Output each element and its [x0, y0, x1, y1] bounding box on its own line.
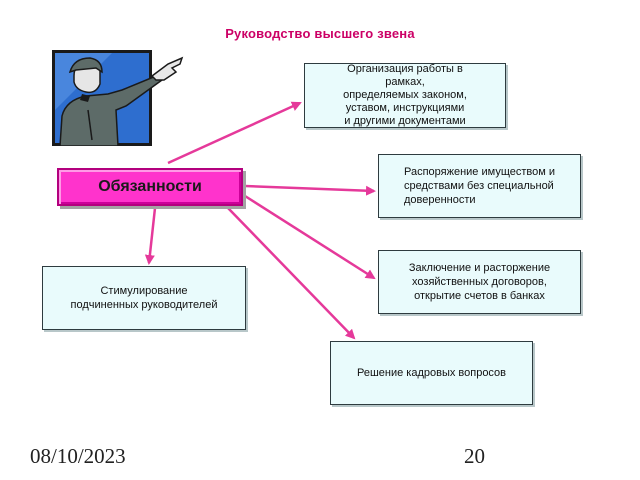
node-stimulation: Стимулирование подчиненных руководителей — [42, 266, 246, 330]
arrow-to-personnel — [227, 207, 356, 340]
node-stimulation-line: подчиненных руководителей — [70, 299, 218, 311]
node-personnel: Решение кадровых вопросов — [330, 341, 533, 405]
node-contracts-line: хозяйственных договоров, — [412, 276, 547, 288]
node-contracts-line: Заключение и расторжение — [408, 262, 551, 274]
node-organization-line: определяемых законом, — [343, 89, 467, 101]
node-contracts: Заключение и расторжение хозяйственных д… — [378, 250, 581, 314]
pointing-man-illustration — [52, 50, 184, 146]
main-node-label: Обязанности — [98, 178, 202, 195]
footer-page-number: 20 — [464, 444, 485, 468]
node-organization-line: Организация работы в — [347, 63, 463, 75]
node-personnel-line: Решение кадровых вопросов — [356, 367, 507, 379]
node-property-line: доверенности — [404, 194, 476, 206]
arrow-to-stimulation — [144, 207, 157, 265]
node-property-line: Распоряжение имуществом и — [404, 166, 555, 178]
node-organization-line: уставом, инструкциями — [345, 102, 465, 114]
node-property: Распоряжение имуществом и средствами без… — [378, 154, 581, 218]
node-organization-line: рамках, — [385, 76, 425, 88]
footer-date: 08/10/2023 — [30, 444, 126, 468]
main-node-duties: Обязанности — [57, 168, 243, 206]
node-property-line: средствами без специальной — [404, 180, 554, 192]
node-organization: Организация работы в рамках, определяемы… — [304, 63, 506, 128]
node-organization-line: и другими документами — [344, 115, 466, 127]
arrow-to-property — [244, 184, 376, 196]
node-contracts-line: открытие счетов в банках — [414, 290, 545, 302]
arrow-to-contracts — [244, 194, 376, 280]
arrow-to-organization — [167, 101, 302, 165]
node-stimulation-line: Стимулирование — [100, 285, 188, 297]
diagram-title: Руководство высшего звена — [225, 26, 415, 41]
